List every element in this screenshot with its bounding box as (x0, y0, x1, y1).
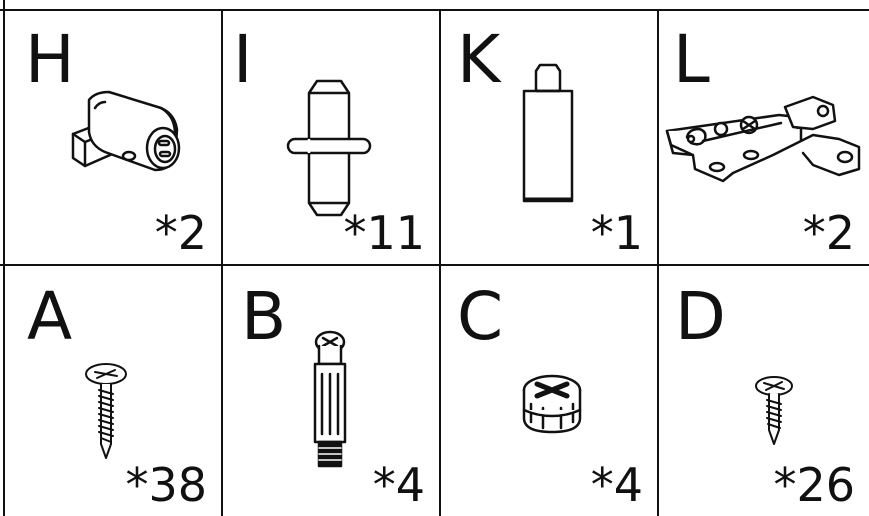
part-letter: D (675, 284, 725, 350)
wooden-dowel-icon (518, 63, 578, 213)
part-letter: B (241, 284, 285, 350)
part-cell-i: I *11 (223, 11, 439, 264)
part-letter: A (27, 284, 71, 350)
short-screw-icon (749, 372, 799, 452)
cam-bolt-icon (305, 330, 355, 480)
part-cell-h: H *2 (5, 11, 221, 264)
part-quantity: *26 (773, 462, 855, 508)
part-quantity: *4 (591, 462, 643, 508)
part-cell-k: K *1 (441, 11, 657, 264)
cam-lock-icon (517, 370, 587, 440)
cabinet-hinge-icon (663, 93, 863, 193)
part-cell-l: L *2 (659, 11, 869, 264)
long-screw-icon (81, 360, 131, 460)
part-letter: L (673, 27, 709, 93)
part-cell-c: C *4 (441, 266, 657, 516)
part-letter: I (233, 27, 251, 93)
part-letter: C (457, 284, 502, 350)
part-quantity: *2 (803, 210, 855, 256)
part-cell-d: D *26 (659, 266, 869, 516)
part-cell-a: A *38 (5, 266, 221, 516)
part-letter: H (25, 27, 74, 93)
part-quantity: *2 (155, 210, 207, 256)
part-quantity: *4 (373, 462, 425, 508)
part-cell-b: B *4 (223, 266, 439, 516)
shelf-support-pin-icon (285, 75, 375, 225)
part-letter: K (457, 27, 499, 93)
magnetic-catch-icon (65, 86, 205, 186)
part-quantity: *1 (591, 210, 643, 256)
part-quantity: *11 (343, 210, 425, 256)
part-quantity: *38 (125, 462, 207, 508)
